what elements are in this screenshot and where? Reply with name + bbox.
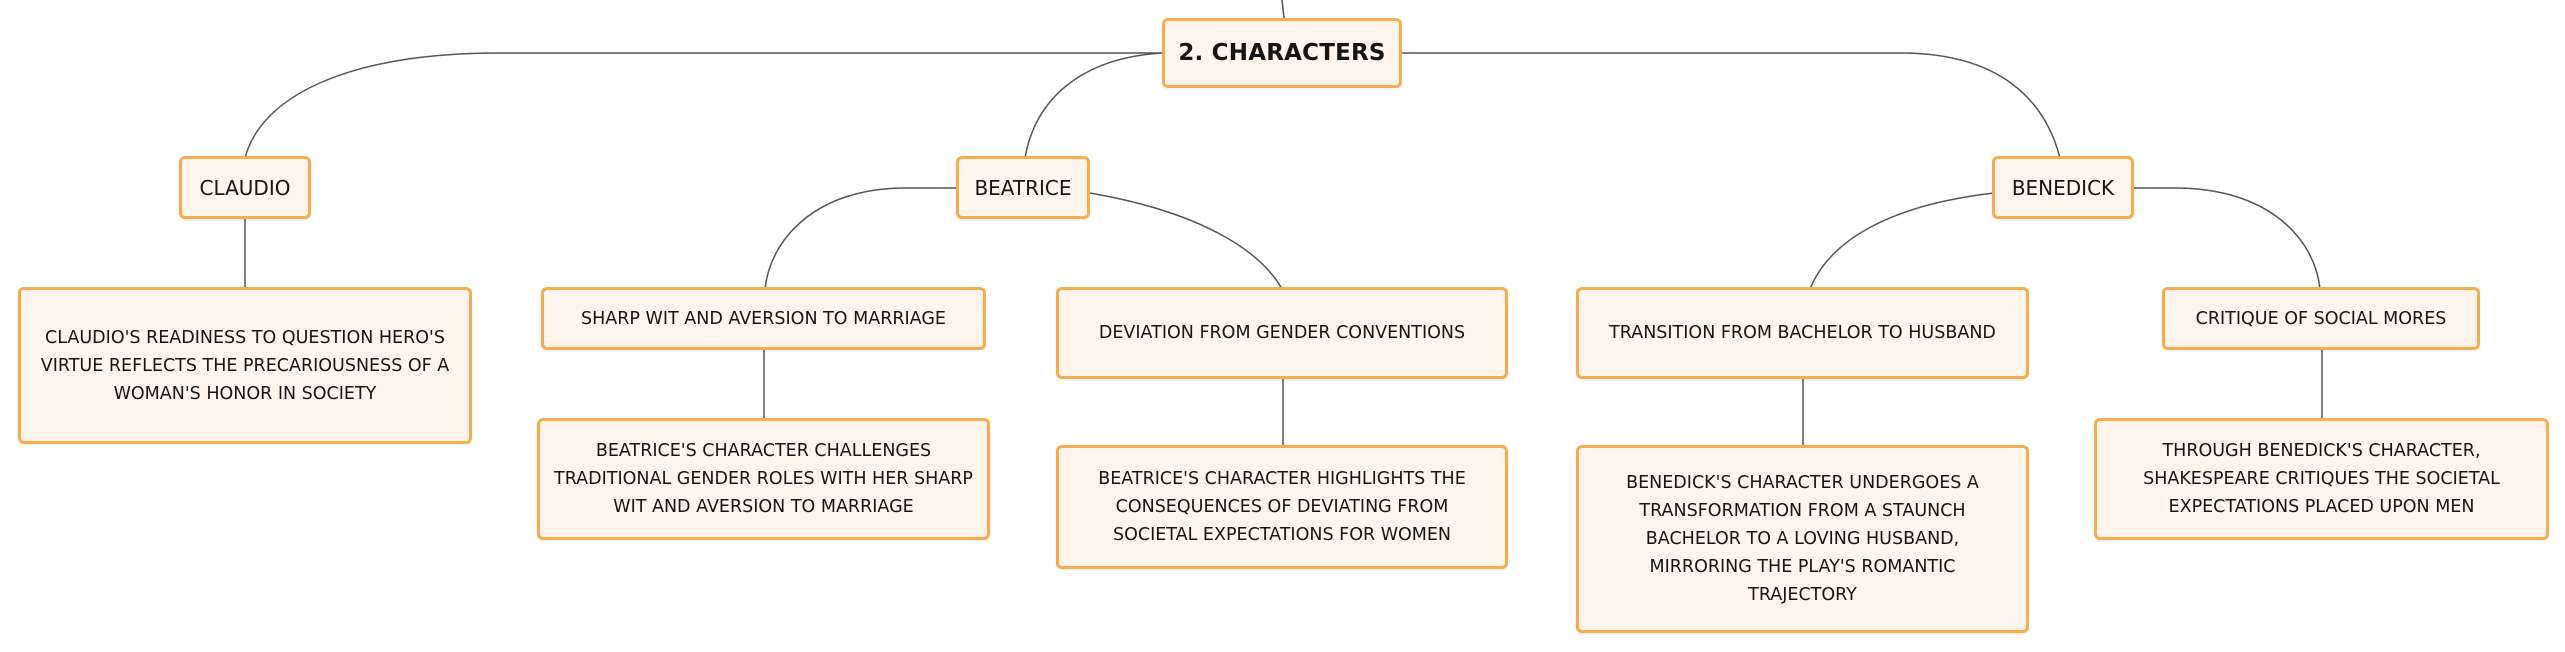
claudio-node[interactable]: CLAUDIO (179, 156, 311, 219)
connector-beatrice-topic2 (1089, 192, 1283, 290)
beatrice-topic2-node[interactable]: DEVIATION FROM GENDER CONVENTIONS (1056, 287, 1508, 379)
claudio-detail-text: CLAUDIO'S READINESS TO QUESTION HERO'S V… (40, 327, 450, 404)
root-node[interactable]: 2. CHARACTERS (1162, 18, 1402, 88)
beatrice-topic1-node[interactable]: SHARP WIT AND AVERSION TO MARRIAGE (541, 287, 986, 350)
beatrice-detail1-node[interactable]: BEATRICE'S CHARACTER CHALLENGES TRADITIO… (537, 418, 990, 540)
connector-benedick-topic2 (2133, 187, 2321, 290)
benedick-detail2-text: THROUGH BENEDICK'S CHARACTER, SHAKESPEAR… (2143, 441, 2500, 517)
connector-root-parent (1281, 0, 1285, 19)
beatrice-node[interactable]: BEATRICE (956, 156, 1090, 219)
beatrice-detail2-node[interactable]: BEATRICE'S CHARACTER HIGHLIGHTS THE CONS… (1056, 445, 1508, 569)
connector-root-beatrice (1024, 52, 1163, 159)
connector-beatrice-topic1 (764, 187, 957, 290)
benedick-topic2-node[interactable]: CRITIQUE OF SOCIAL MORES (2162, 287, 2480, 350)
connector-root-benedick (1402, 52, 2061, 159)
beatrice-detail2-text: BEATRICE'S CHARACTER HIGHLIGHTS THE CONS… (1098, 469, 1466, 545)
beatrice-detail1-text: BEATRICE'S CHARACTER CHALLENGES TRADITIO… (554, 441, 973, 517)
benedick-detail1-node[interactable]: BENEDICK'S CHARACTER UNDERGOES A TRANSFO… (1576, 445, 2029, 633)
benedick-topic2-label: CRITIQUE OF SOCIAL MORES (2195, 308, 2447, 329)
benedick-node[interactable]: BENEDICK (1992, 156, 2134, 219)
benedick-detail2-node[interactable]: THROUGH BENEDICK'S CHARACTER, SHAKESPEAR… (2094, 418, 2549, 540)
beatrice-label: BEATRICE (974, 175, 1072, 200)
beatrice-topic1-label: SHARP WIT AND AVERSION TO MARRIAGE (581, 308, 946, 329)
benedick-topic1-label: TRANSITION FROM BACHELOR TO HUSBAND (1609, 323, 1996, 343)
beatrice-topic2-label: DEVIATION FROM GENDER CONVENTIONS (1098, 323, 1466, 343)
benedick-label: BENEDICK (2011, 175, 2115, 200)
claudio-label: CLAUDIO (199, 175, 291, 200)
root-label: 2. CHARACTERS (1178, 40, 1386, 66)
connector-root-claudio (244, 52, 1162, 159)
benedick-topic1-node[interactable]: TRANSITION FROM BACHELOR TO HUSBAND (1576, 287, 2029, 379)
connector-benedick-topic1 (1809, 192, 1995, 290)
claudio-detail-node[interactable]: CLAUDIO'S READINESS TO QUESTION HERO'S V… (18, 287, 472, 444)
benedick-detail1-text: BENEDICK'S CHARACTER UNDERGOES A TRANSFO… (1626, 473, 1979, 605)
